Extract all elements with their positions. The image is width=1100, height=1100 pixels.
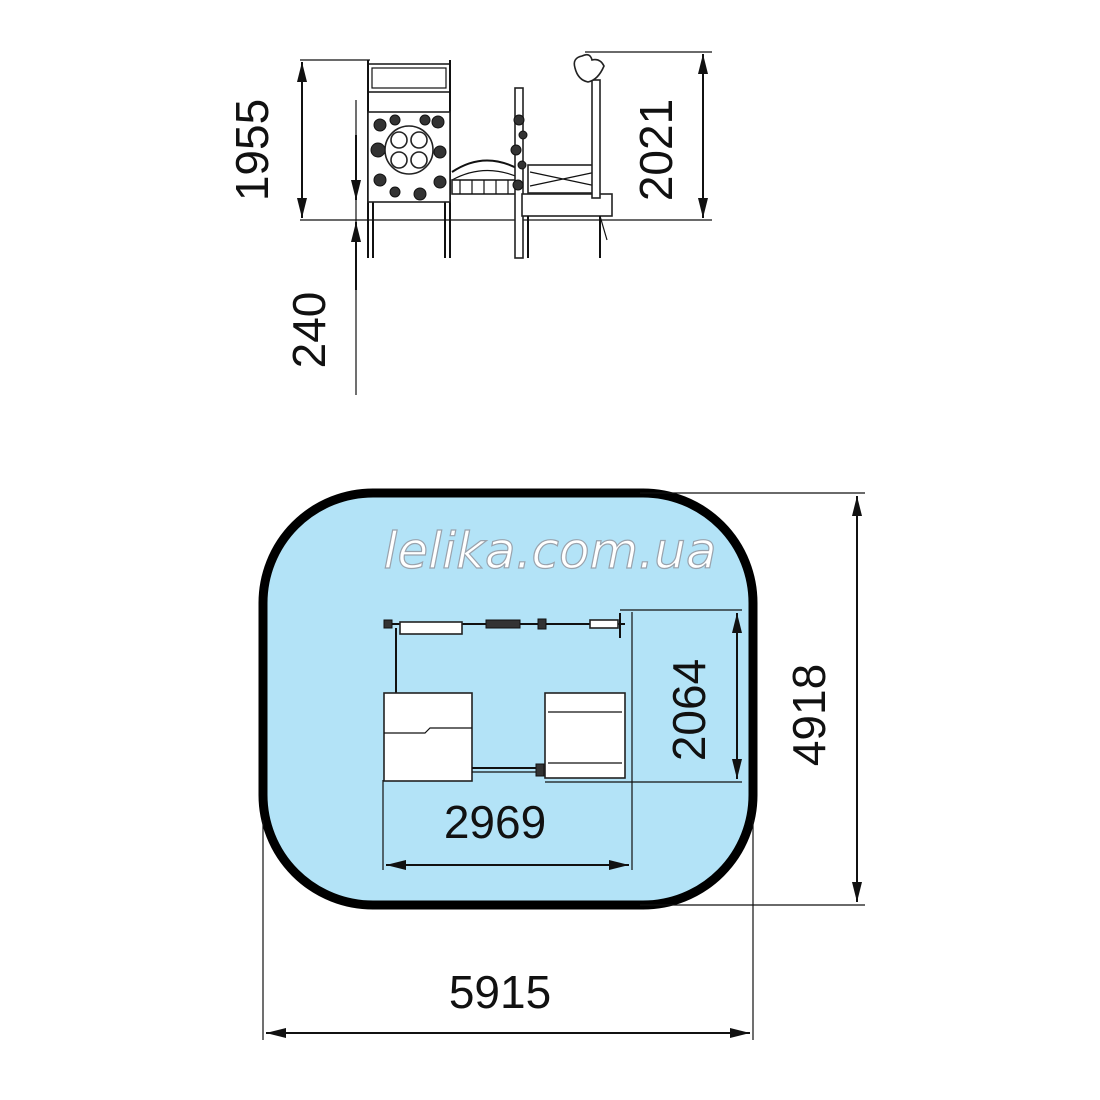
side-elevation-view: 1955 240 2021 xyxy=(226,51,712,395)
safety-zone xyxy=(258,488,758,910)
dimension-5915-label: 5915 xyxy=(449,966,551,1018)
climbing-pole xyxy=(510,87,528,259)
dimension-2969-label: 2969 xyxy=(444,796,546,848)
four-hole-window xyxy=(384,125,434,175)
decorative-stone-panel xyxy=(370,114,447,201)
arched-bridge xyxy=(451,159,521,195)
dimension-240: 240 xyxy=(283,100,361,395)
play-tower xyxy=(367,60,451,258)
dimension-5915: 5915 xyxy=(262,820,754,1040)
dimension-2064-label: 2064 xyxy=(663,659,715,761)
plan-view: lelika.com.ua 4918 5915 2969 2064 xyxy=(258,488,865,1040)
dimension-4918-label: 4918 xyxy=(783,664,835,766)
dimension-2969: 2969 xyxy=(382,612,633,870)
dimension-2021-label: 2021 xyxy=(630,99,682,201)
dimension-2064: 2064 xyxy=(545,609,742,783)
equipment-footprint xyxy=(383,613,626,782)
tower-footprint xyxy=(383,692,473,782)
dimension-1955-label: 1955 xyxy=(226,99,278,201)
dimension-240-label: 240 xyxy=(283,292,335,369)
dimension-4918: 4918 xyxy=(640,492,865,906)
rooster-figure xyxy=(573,53,605,83)
platform-with-rooster xyxy=(521,53,613,258)
platform-footprint xyxy=(544,692,626,779)
dimension-1955: 1955 xyxy=(226,59,370,218)
dimension-2021: 2021 xyxy=(585,51,712,221)
watermark-text: lelika.com.ua xyxy=(384,522,717,580)
